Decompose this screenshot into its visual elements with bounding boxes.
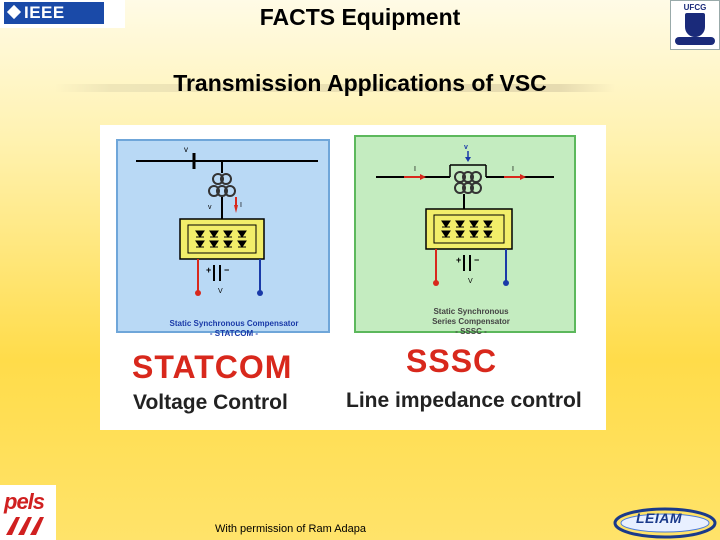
statcom-caption-line2: - STATCOM - (209, 329, 259, 338)
slide-title: FACTS Equipment (259, 4, 461, 30)
ieee-diamond-icon (6, 4, 22, 20)
current-i-label: I (240, 202, 242, 209)
statcom-caption-line1: Static Synchronous Compensator (169, 319, 299, 328)
ufcg-logo-text: UFCG (683, 3, 707, 12)
ieee-logo: IEEE (0, 0, 125, 28)
svg-text:+: + (456, 255, 461, 265)
sssc-caption: Static Synchronous Series Compensator - … (376, 307, 566, 337)
pels-logo: pels (0, 485, 56, 540)
svg-text:+: + (206, 265, 211, 275)
pels-mark-icon (6, 517, 44, 535)
current-i-left-label: I (414, 166, 416, 173)
thyristor-bridge-icon (441, 220, 493, 238)
vc-label: v (464, 144, 468, 151)
vs-label: v (208, 204, 212, 211)
statcom-panel: v v I (116, 139, 330, 338)
series-transformer-icon (454, 171, 482, 194)
statcom-schematic: v v I (136, 145, 318, 296)
ufcg-crest-icon (685, 13, 705, 37)
ufcg-logo: UFCG (670, 0, 720, 50)
dc-terminal-icon (503, 280, 509, 286)
vsc-converter-box (425, 208, 513, 250)
dc-terminal-icon (433, 280, 439, 286)
voltage-v-label: v (184, 145, 188, 154)
vc-arrow-icon (465, 157, 471, 162)
current-arrow-icon (520, 174, 526, 180)
sssc-caption-line3: - SSSC - (455, 327, 487, 336)
current-arrow-icon (420, 174, 426, 180)
leiam-swoosh-icon (613, 507, 717, 539)
svg-text:−: − (224, 265, 229, 275)
slide-subtitle: Transmission Applications of VSC (173, 70, 547, 96)
ufcg-ribbon-icon (675, 37, 715, 45)
leiam-logo-text: LEIAM (636, 510, 683, 526)
thyristor-bridge-icon (195, 230, 247, 248)
line-impedance-label: Line impedance control (346, 389, 582, 412)
sssc-panel: v I I (354, 135, 576, 336)
coupling-transformer-icon (208, 173, 236, 197)
pels-logo-text: pels (4, 489, 45, 514)
leiam-logo: LEIAM (612, 506, 718, 540)
voltage-control-label: Voltage Control (133, 391, 288, 414)
ieee-logo-badge: IEEE (4, 2, 104, 24)
statcom-heading: STATCOM (132, 349, 293, 385)
dc-terminal-icon (257, 290, 263, 296)
subtitle-underline (55, 84, 615, 92)
sssc-caption-line1: Static Synchronous (433, 307, 509, 316)
statcom-caption: Static Synchronous Compensator - STATCOM… (136, 319, 332, 339)
vdc-label: V (468, 278, 473, 285)
svg-text:−: − (474, 255, 479, 265)
current-i-right-label: I (512, 166, 514, 173)
sssc-heading: SSSC (406, 343, 498, 379)
vsc-converter-box (179, 218, 265, 260)
facts-figure: v v I (100, 125, 606, 430)
dc-terminal-icon (195, 290, 201, 296)
sssc-schematic: v I I (376, 144, 554, 286)
sssc-caption-line2: Series Compensator (432, 317, 510, 326)
ieee-logo-text: IEEE (24, 3, 65, 22)
permission-credit: With permission of Ram Adapa (215, 523, 367, 535)
vdc-label: V (218, 288, 223, 295)
